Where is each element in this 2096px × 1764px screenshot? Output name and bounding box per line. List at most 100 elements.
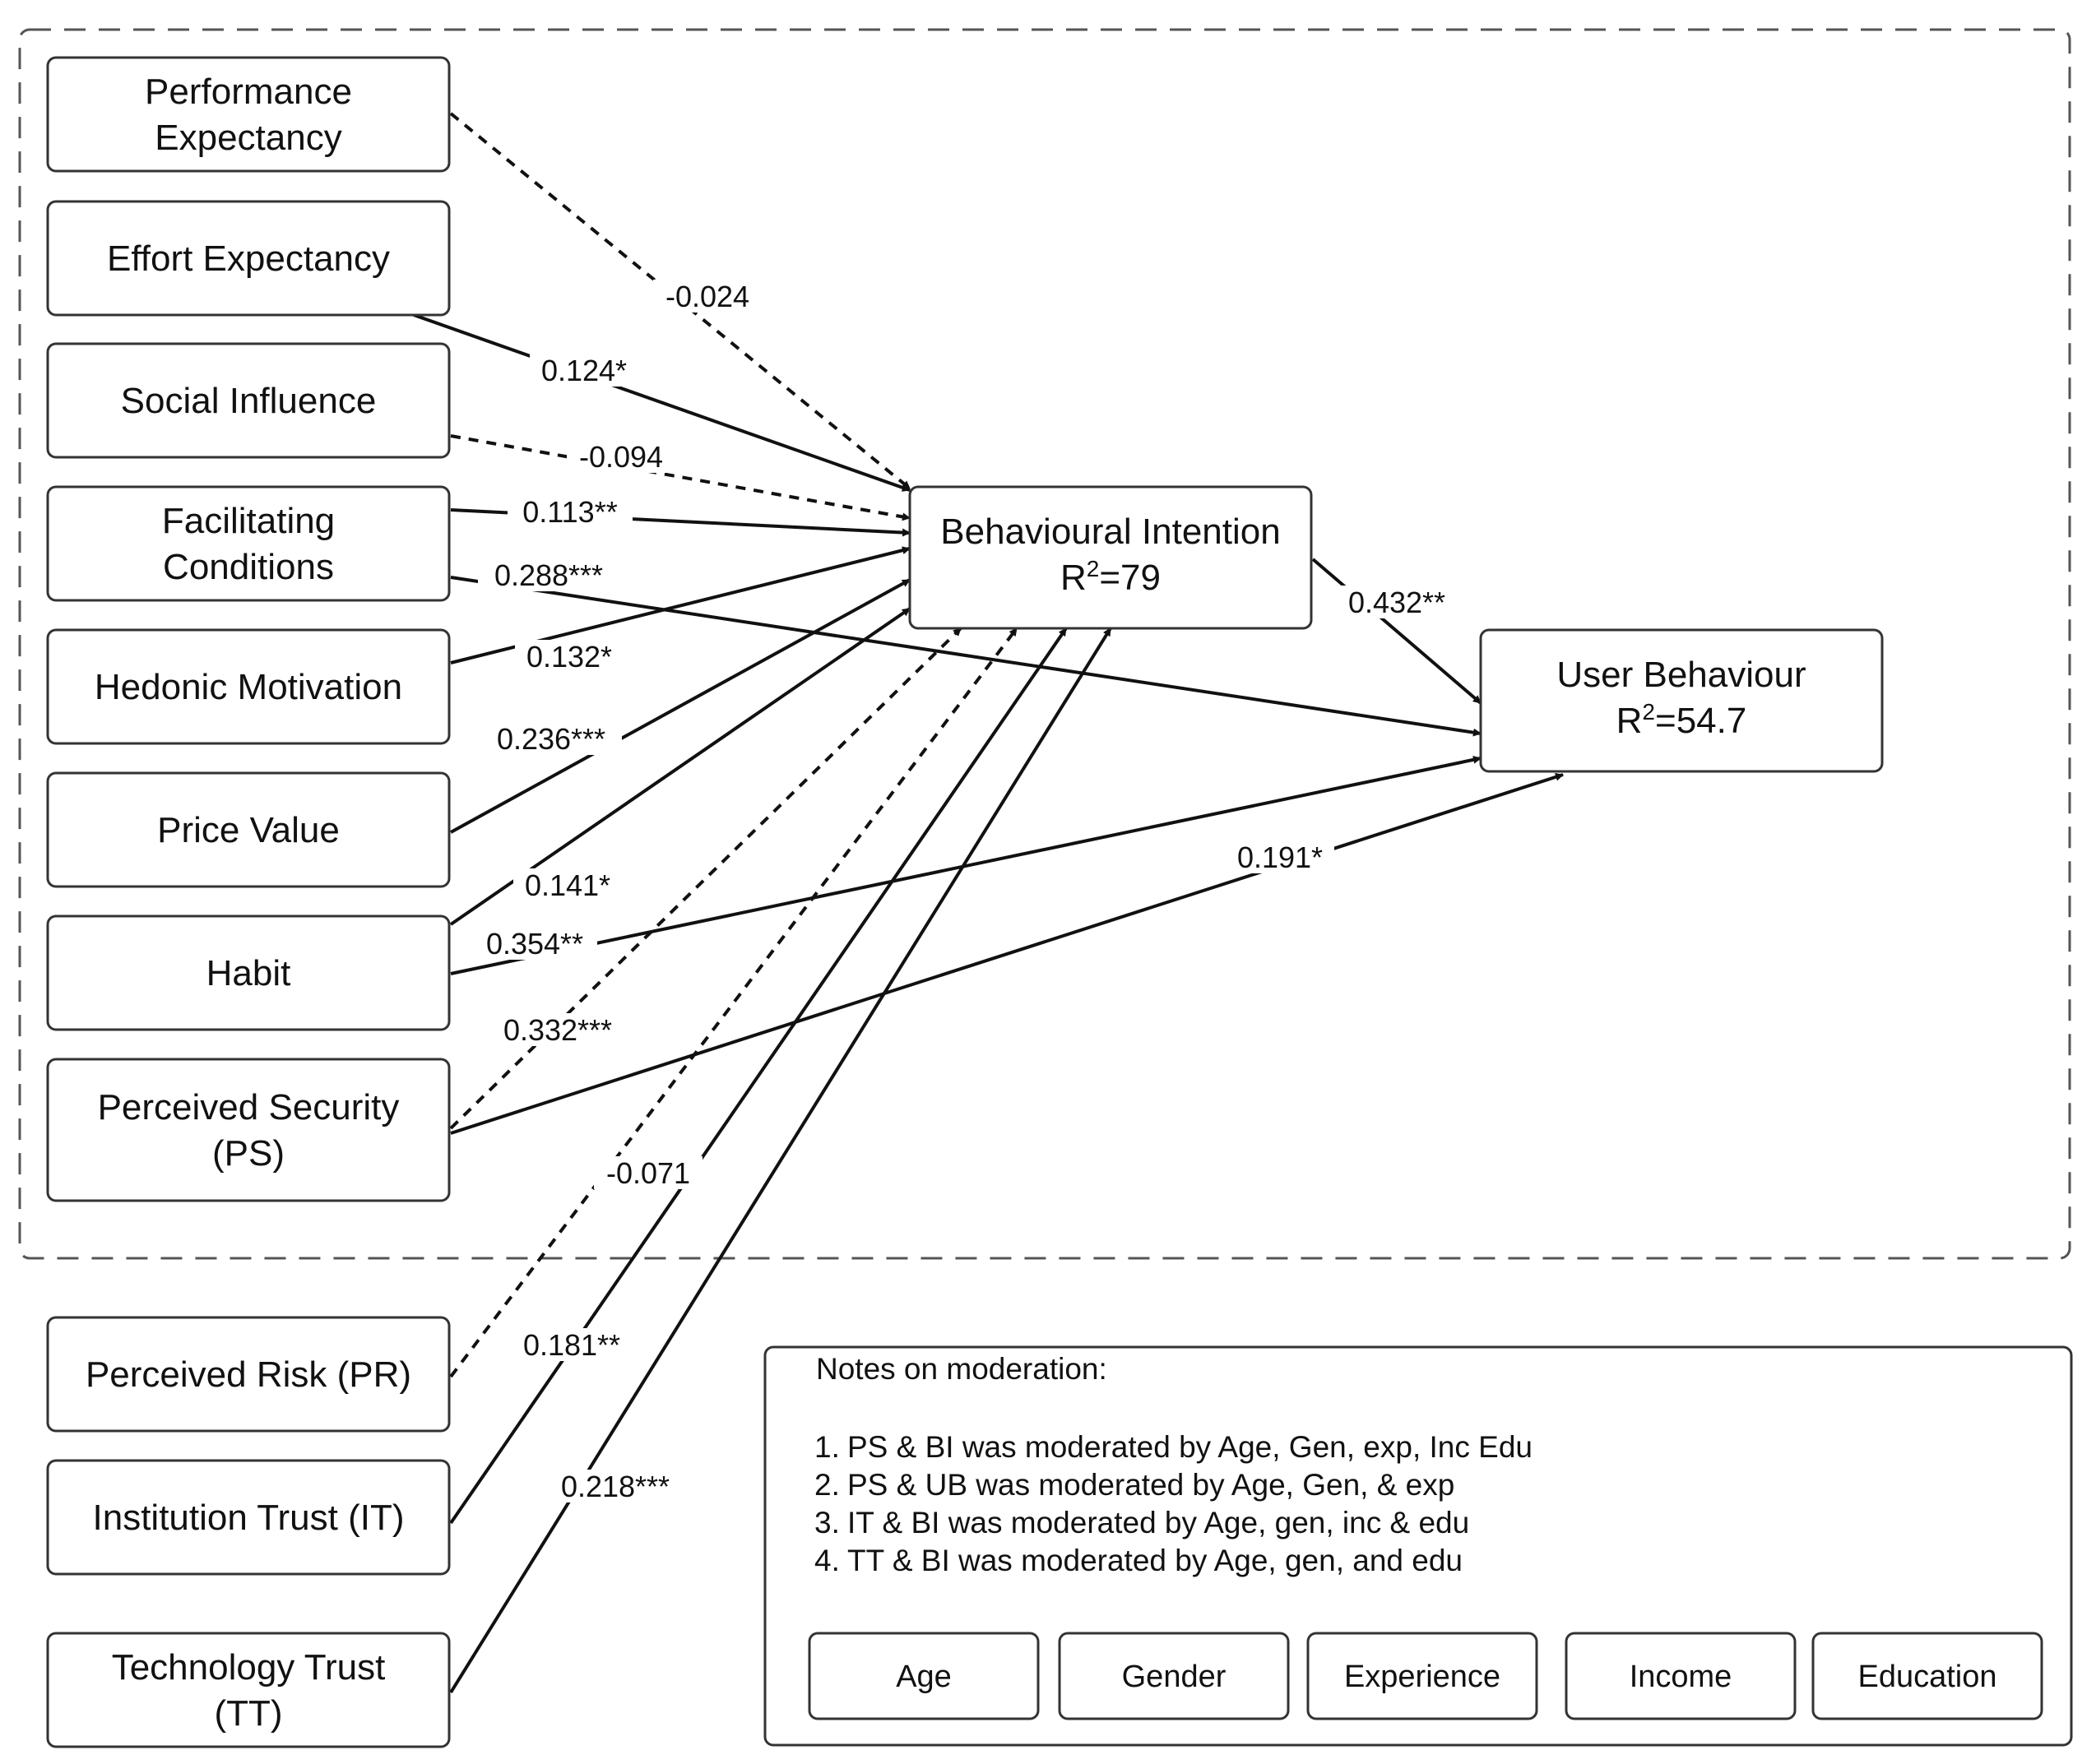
r2-value: =79 xyxy=(1099,558,1161,598)
coefficient-background xyxy=(508,495,633,528)
path-arrow-bi-ub xyxy=(1311,558,1482,705)
coefficient-pv-bi: 0.236*** xyxy=(497,722,605,756)
coefficient-background xyxy=(515,640,624,673)
construct-ps: Perceived Security (PS) xyxy=(46,1058,451,1202)
note-item: IT & BI was moderated by Age, gen, inc &… xyxy=(847,1506,1469,1539)
moderator-label: Experience xyxy=(1344,1660,1500,1694)
model-boundary xyxy=(18,28,2071,1260)
coefficient-ps-bi: 0.332*** xyxy=(503,1013,612,1047)
coefficient-bi-ub: 0.432** xyxy=(1348,586,1445,619)
construct-label: Effort Expectancy xyxy=(107,238,390,279)
path-arrow-it-bi xyxy=(449,627,1068,1525)
coefficient-background xyxy=(480,722,622,755)
path-arrow-si-bi xyxy=(450,434,911,521)
construct-label: Facilitating xyxy=(162,501,335,541)
coefficient-hb-ub: 0.354** xyxy=(486,927,583,961)
construct-it: Institution Trust (IT) xyxy=(46,1459,451,1576)
construct-label: Social Influence xyxy=(121,381,377,421)
coefficient-it-bi: 0.181** xyxy=(523,1328,620,1362)
path-arrow-ee-bi xyxy=(413,313,911,492)
construct-si: Social Influence xyxy=(46,342,451,459)
outcome-name: Behavioural Intention xyxy=(940,512,1280,552)
construct-label: Performance xyxy=(145,72,352,112)
moderator-age: Age xyxy=(808,1632,1040,1720)
moderator-buttons: Age Gender Experience Income Education xyxy=(808,1632,2043,1720)
construct-hm: Hedonic Motivation xyxy=(46,628,451,745)
moderator-income: Income xyxy=(1565,1632,1797,1720)
coefficient-background xyxy=(487,1013,628,1046)
coefficient-fc-ub: 0.288*** xyxy=(494,558,603,592)
path-arrow-pr-bi xyxy=(449,627,1018,1378)
notes-list: 1.PS & BI was moderated by Age, Gen, exp… xyxy=(814,1430,1533,1577)
construct-label: Conditions xyxy=(163,547,334,587)
note-number: 1. xyxy=(814,1430,840,1464)
coefficient-background xyxy=(1334,586,1459,618)
construct-label: Expectancy xyxy=(155,118,341,158)
notes-title: Notes on moderation: xyxy=(816,1352,1107,1386)
r2-superscript: 2 xyxy=(1087,556,1100,581)
coefficient-background xyxy=(545,1470,686,1502)
construct-ee: Effort Expectancy xyxy=(46,200,451,317)
construct-label: Habit xyxy=(206,953,291,993)
construct-tt: Technology Trust(TT) xyxy=(46,1632,451,1748)
construct-label: Hedonic Motivation xyxy=(95,667,402,707)
coefficient-si-bi: -0.094 xyxy=(579,440,663,474)
coefficient-background xyxy=(472,927,597,960)
coefficient-background xyxy=(513,868,622,901)
outcome-r-squared: R2=79 xyxy=(1060,556,1161,598)
moderator-education: Education xyxy=(1811,1632,2043,1720)
note-number: 4. xyxy=(814,1544,840,1577)
coefficient-fc-bi: 0.113** xyxy=(522,495,617,529)
moderator-label: Gender xyxy=(1122,1660,1227,1694)
coefficient-hb-bi: 0.141* xyxy=(525,868,610,902)
construct-label: Institution Trust (IT) xyxy=(93,1498,405,1538)
construct-label: Perceived Security xyxy=(98,1087,400,1127)
r2-value: =54.7 xyxy=(1655,701,1746,741)
moderator-gender: Gender xyxy=(1058,1632,1290,1720)
coefficient-hm-bi: 0.132* xyxy=(526,640,612,674)
construct-label: Price Value xyxy=(157,810,340,850)
coefficient-pe-bi: -0.024 xyxy=(665,280,749,313)
note-number: 2. xyxy=(814,1468,840,1502)
coefficient-background xyxy=(509,1328,634,1361)
construct-label: (TT) xyxy=(214,1693,282,1734)
r2-prefix: R xyxy=(1616,701,1643,741)
coefficient-background xyxy=(567,440,675,473)
coefficient-ee-bi: 0.124* xyxy=(541,354,627,387)
coefficient-ps-ub: 0.191* xyxy=(1237,840,1323,874)
moderator-label: Age xyxy=(896,1660,952,1694)
path-arrows xyxy=(413,112,1564,1694)
path-coefficients: -0.024 0.124* -0.094 0.113** 0.288*** 0.132* 0… xyxy=(472,280,1459,1503)
r2-superscript: 2 xyxy=(1642,699,1655,725)
moderation-notes-panel: Notes on moderation: 1.PS & BI was moder… xyxy=(763,1345,2073,1747)
construct-pr: Perceived Risk (PR) xyxy=(46,1316,451,1433)
note-item: TT & BI was moderated by Age, gen, and e… xyxy=(847,1544,1463,1577)
coefficient-background xyxy=(653,280,762,313)
path-arrow-ps-ub xyxy=(450,773,1564,1135)
outcome-name: User Behaviour xyxy=(1556,655,1806,695)
coefficient-pr-bi: -0.071 xyxy=(606,1156,690,1190)
outcome-r-squared: R2=54.7 xyxy=(1616,699,1747,741)
construct-pv: Price Value xyxy=(46,771,451,888)
construct-hb: Habit xyxy=(46,914,451,1031)
note-item: PS & UB was moderated by Age, Gen, & exp xyxy=(847,1468,1454,1502)
coefficient-background xyxy=(478,558,619,591)
note-item: PS & BI was moderated by Age, Gen, exp, … xyxy=(847,1430,1533,1464)
moderator-label: Education xyxy=(1857,1660,1996,1694)
coefficient-tt-bi: 0.218*** xyxy=(561,1470,670,1503)
note-number: 3. xyxy=(814,1506,840,1539)
moderator-experience: Experience xyxy=(1306,1632,1538,1720)
moderator-label: Income xyxy=(1630,1660,1732,1694)
coefficient-background xyxy=(1226,840,1334,873)
construct-label: (PS) xyxy=(212,1133,285,1174)
path-arrow-pv-bi xyxy=(450,578,911,834)
path-arrow-tt-bi xyxy=(449,627,1112,1694)
coefficient-background xyxy=(594,1156,703,1189)
path-arrow-fc-ub xyxy=(450,576,1482,737)
construct-label: Perceived Risk (PR) xyxy=(86,1354,411,1395)
